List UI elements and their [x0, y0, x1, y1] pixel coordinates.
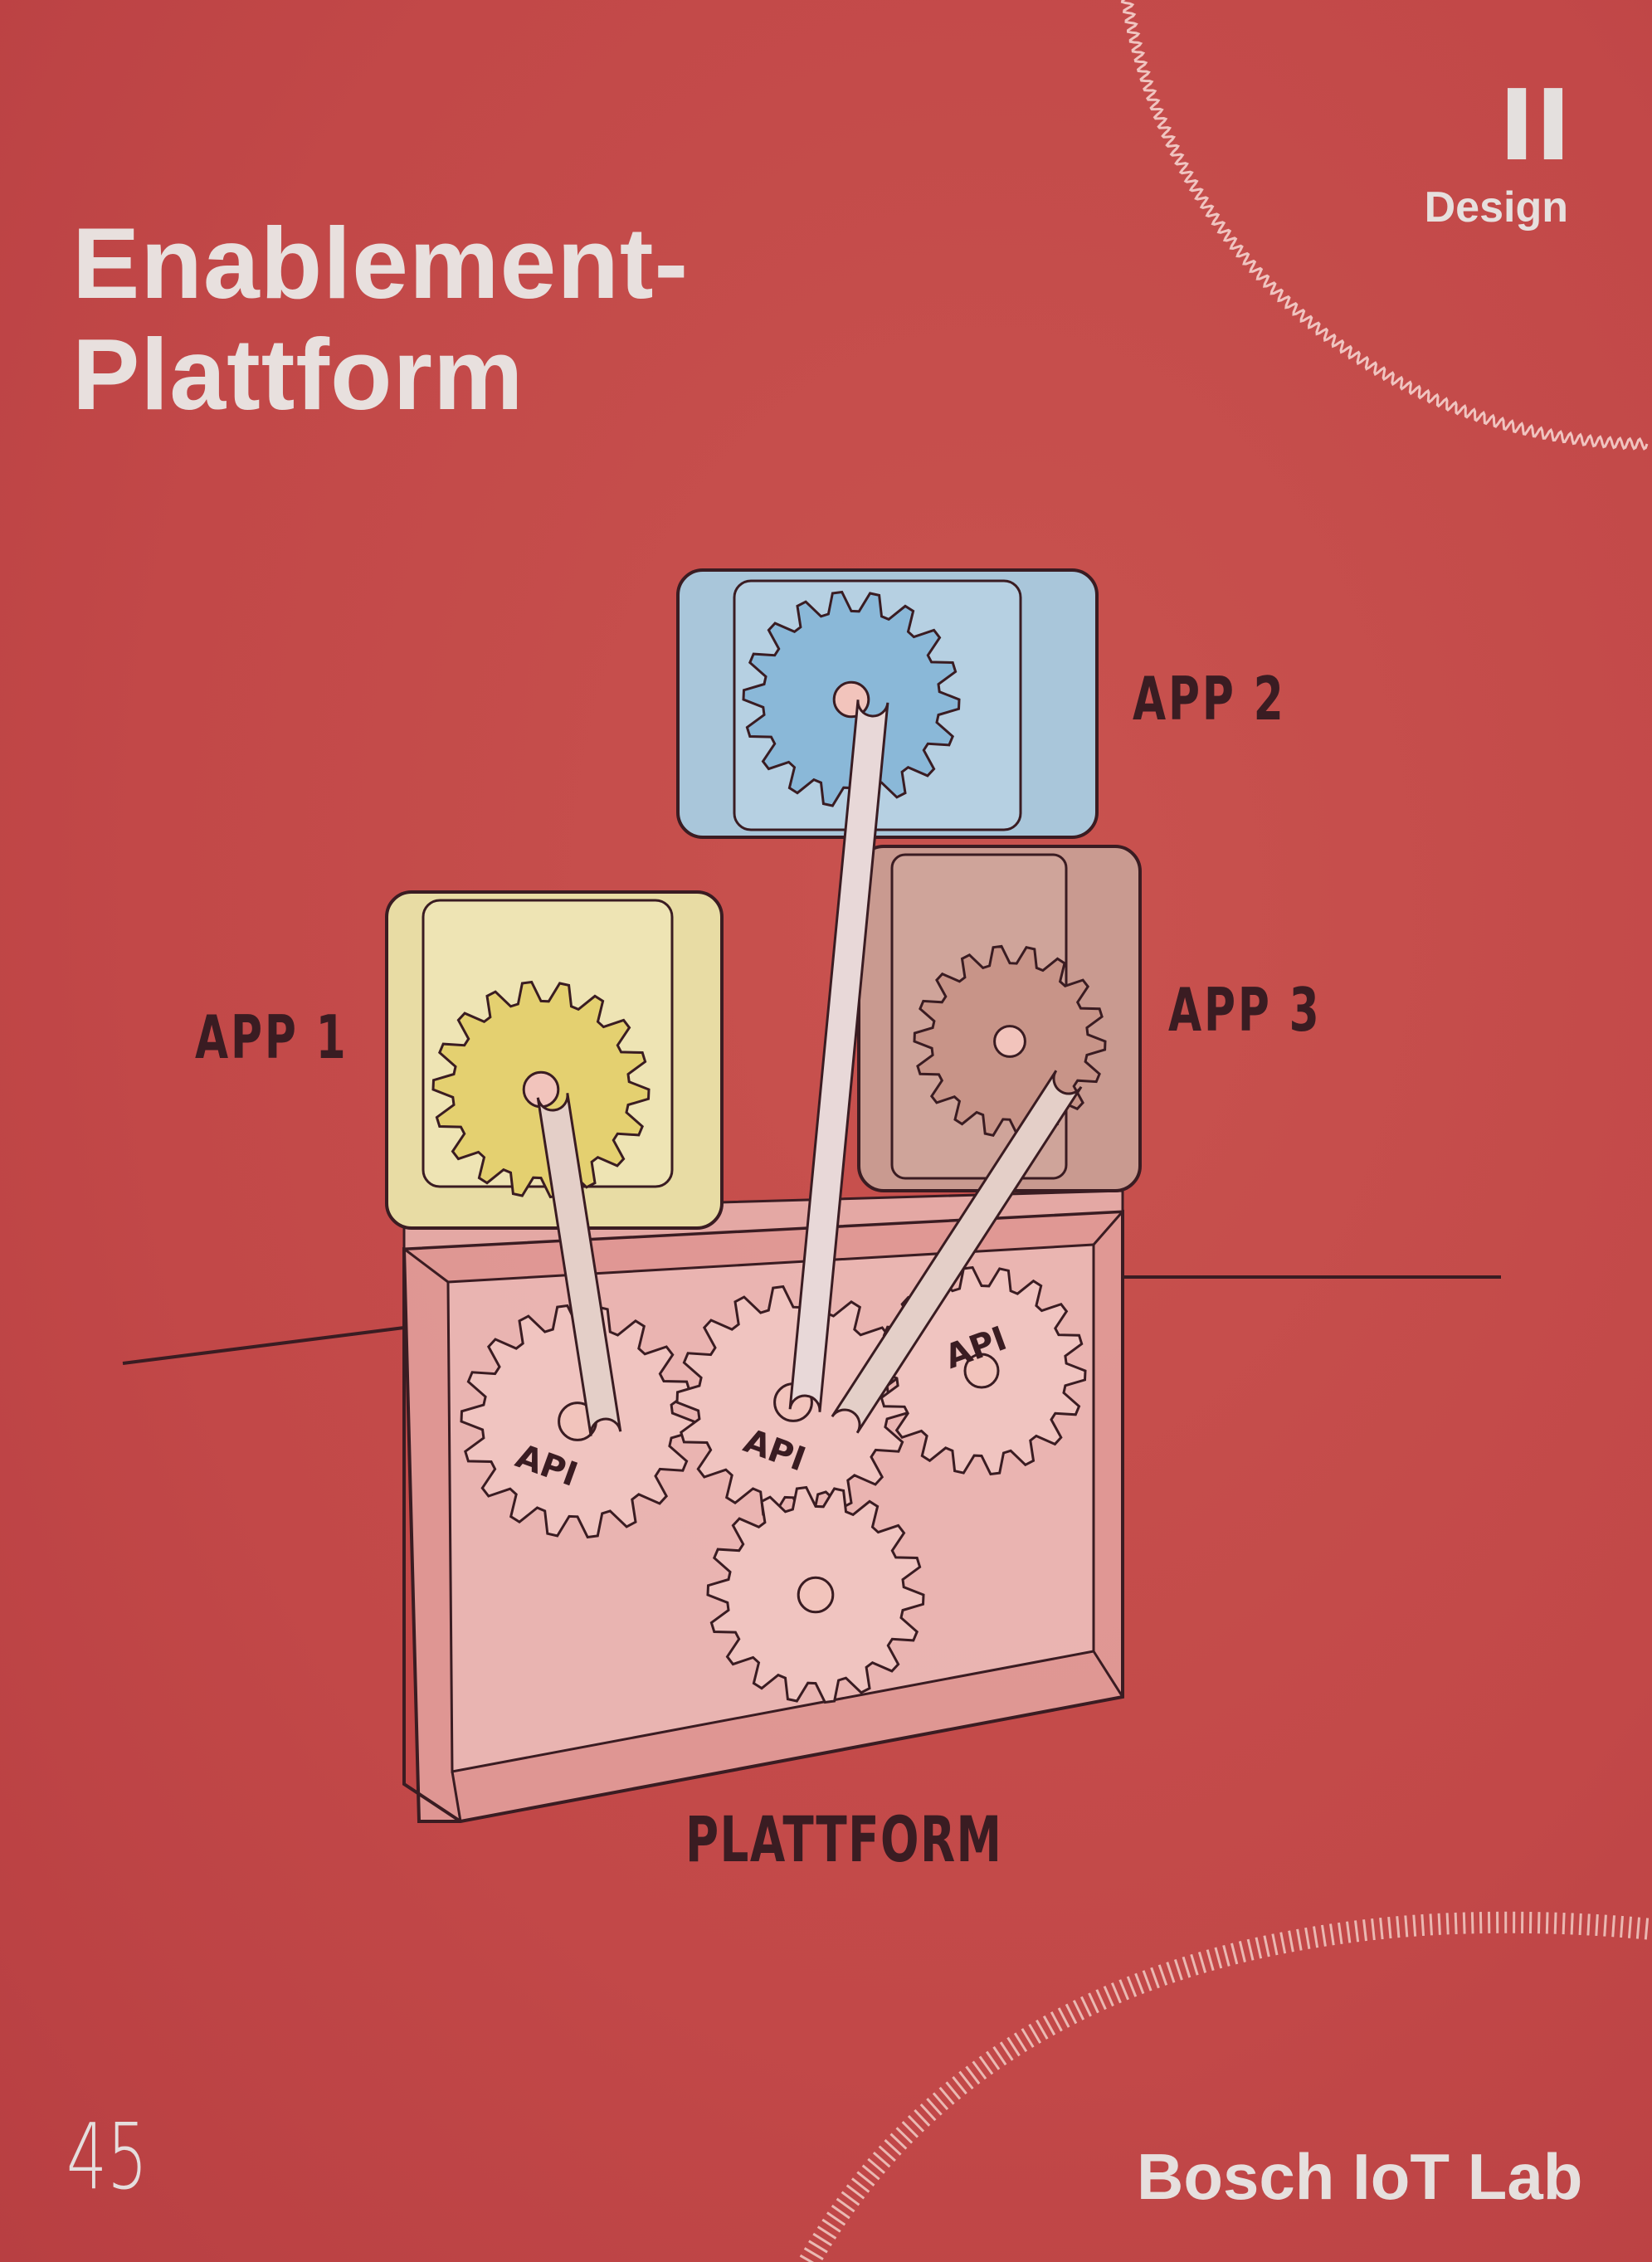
section-name: Design [1424, 183, 1568, 232]
card-title: Enablement- Plattform [72, 207, 689, 430]
title-line-1: Enablement- [72, 207, 690, 319]
platform-label: PLATTFORM [685, 1802, 1003, 1876]
app-1-gear-axle [522, 1070, 560, 1109]
app-2-label: APP 2 [1133, 664, 1286, 734]
app-3-rod [831, 1070, 1083, 1434]
platform-gear-axle [797, 1576, 835, 1614]
app-1-label: APP 1 [195, 1002, 348, 1072]
title-line-2: Plattform [72, 318, 524, 431]
brand-name: Bosch IoT Lab [1137, 2140, 1583, 2213]
app-3-label: APP 3 [1168, 975, 1322, 1045]
app-1-rod [536, 1092, 622, 1437]
api-gear-3-axle [963, 1353, 1000, 1389]
app-3-gear-axle [993, 1025, 1026, 1058]
ground-line-left [122, 1326, 405, 1365]
wavy-circle-arc [1120, 0, 1649, 451]
hatched-arc [799, 1911, 1652, 2262]
section-number: II [1498, 68, 1572, 183]
page-number: 45 [66, 2104, 148, 2210]
